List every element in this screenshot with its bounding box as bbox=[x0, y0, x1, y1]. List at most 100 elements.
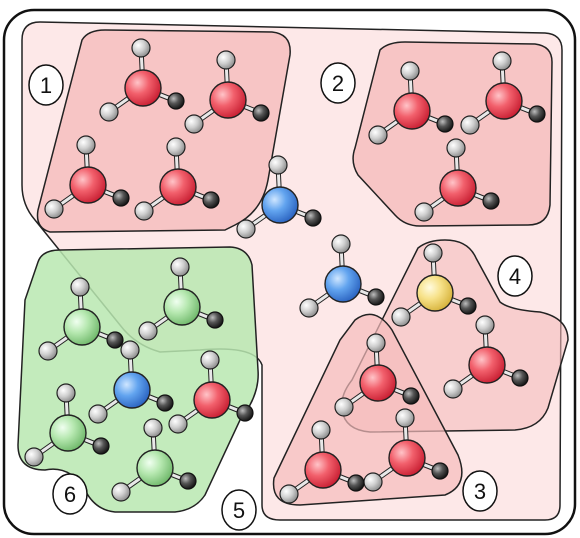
group-label-2: 2 bbox=[320, 62, 356, 104]
hydrogen-atom bbox=[311, 420, 331, 440]
central-atom bbox=[468, 346, 506, 384]
red-molecule bbox=[279, 420, 365, 504]
central-atom bbox=[69, 166, 107, 204]
hydrogen-atom bbox=[184, 114, 204, 134]
hydrogen-atom bbox=[120, 340, 140, 360]
hydrogen-atom bbox=[460, 115, 480, 135]
hydrogen-atom bbox=[143, 418, 163, 438]
hydrogen-atom bbox=[331, 234, 351, 254]
dark-atom bbox=[304, 209, 322, 227]
svg-text:5: 5 bbox=[233, 498, 245, 523]
dark-atom bbox=[206, 311, 224, 329]
dark-atom bbox=[92, 437, 110, 455]
central-atom bbox=[163, 288, 201, 326]
dark-atom bbox=[528, 105, 546, 123]
hydrogen-atom bbox=[268, 155, 288, 175]
blue-molecule bbox=[236, 155, 322, 239]
dark-atom bbox=[482, 192, 500, 210]
dark-atom bbox=[367, 288, 385, 306]
central-atom bbox=[193, 381, 231, 419]
red-molecule bbox=[99, 38, 185, 122]
dark-atom bbox=[156, 394, 174, 412]
hydrogen-atom bbox=[44, 199, 64, 219]
group-label-1: 1 bbox=[28, 64, 64, 106]
hydrogen-atom bbox=[443, 379, 463, 399]
hydrogen-atom bbox=[334, 397, 354, 417]
central-atom bbox=[359, 364, 397, 402]
red-molecule bbox=[334, 333, 420, 417]
dark-atom bbox=[106, 331, 124, 349]
hydrogen-atom bbox=[76, 135, 96, 155]
central-atom bbox=[261, 186, 299, 224]
central-atom bbox=[124, 69, 162, 107]
green-molecule bbox=[138, 257, 224, 341]
dark-atom bbox=[431, 462, 449, 480]
green-molecule bbox=[38, 277, 124, 361]
dark-atom bbox=[179, 472, 197, 490]
hydrogen-atom bbox=[168, 414, 188, 434]
hydrogen-atom bbox=[423, 243, 443, 263]
hydrogen-atom bbox=[236, 219, 256, 239]
svg-text:4: 4 bbox=[509, 264, 521, 289]
hydrogen-atom bbox=[279, 484, 299, 504]
central-atom bbox=[159, 168, 197, 206]
central-atom bbox=[113, 371, 151, 409]
group-label-3: 3 bbox=[462, 470, 498, 512]
group-label-4: 4 bbox=[497, 255, 533, 297]
svg-text:2: 2 bbox=[332, 71, 344, 96]
dark-atom bbox=[236, 404, 254, 422]
hydrogen-atom bbox=[475, 315, 495, 335]
red-molecule bbox=[443, 315, 529, 399]
hydrogen-atom bbox=[200, 350, 220, 370]
central-atom bbox=[416, 274, 454, 312]
hydrogen-atom bbox=[166, 137, 186, 157]
hydrogen-atom bbox=[56, 383, 76, 403]
molecules-layer bbox=[24, 38, 546, 504]
green-molecule bbox=[24, 383, 110, 467]
yellow-molecule bbox=[391, 243, 477, 327]
red-molecule bbox=[44, 135, 130, 219]
svg-text:1: 1 bbox=[40, 73, 52, 98]
hydrogen-atom bbox=[395, 408, 415, 428]
hydrogen-atom bbox=[70, 277, 90, 297]
hydrogen-atom bbox=[492, 51, 512, 71]
central-atom bbox=[388, 439, 426, 477]
dark-atom bbox=[202, 191, 220, 209]
hydrogen-atom bbox=[170, 257, 190, 277]
blue-molecule bbox=[88, 340, 174, 424]
hydrogen-atom bbox=[99, 102, 119, 122]
central-atom bbox=[304, 451, 342, 489]
hydrogen-atom bbox=[138, 321, 158, 341]
central-atom bbox=[324, 265, 362, 303]
green-molecule bbox=[111, 418, 197, 502]
central-atom bbox=[136, 449, 174, 487]
dark-atom bbox=[167, 92, 185, 110]
central-atom bbox=[63, 308, 101, 346]
central-atom bbox=[393, 92, 431, 130]
hydrogen-atom bbox=[88, 404, 108, 424]
hydrogen-atom bbox=[38, 341, 58, 361]
hydrogen-atom bbox=[134, 201, 154, 221]
svg-text:6: 6 bbox=[64, 482, 76, 507]
central-atom bbox=[209, 81, 247, 119]
red-molecule bbox=[134, 137, 220, 221]
dark-atom bbox=[511, 369, 529, 387]
red-molecule bbox=[168, 350, 254, 434]
hydrogen-atom bbox=[368, 125, 388, 145]
blue-molecule bbox=[299, 234, 385, 318]
central-atom bbox=[439, 169, 477, 207]
svg-text:3: 3 bbox=[474, 479, 486, 504]
red-molecule bbox=[460, 51, 546, 135]
hydrogen-atom bbox=[446, 138, 466, 158]
dark-atom bbox=[402, 387, 420, 405]
hydrogen-atom bbox=[363, 472, 383, 492]
group-label-5: 5 bbox=[221, 489, 257, 531]
dark-atom bbox=[436, 115, 454, 133]
hydrogen-atom bbox=[400, 61, 420, 81]
hydrogen-atom bbox=[391, 307, 411, 327]
dark-atom bbox=[347, 474, 365, 492]
hydrogen-atom bbox=[414, 202, 434, 222]
hydrogen-atom bbox=[216, 50, 236, 70]
